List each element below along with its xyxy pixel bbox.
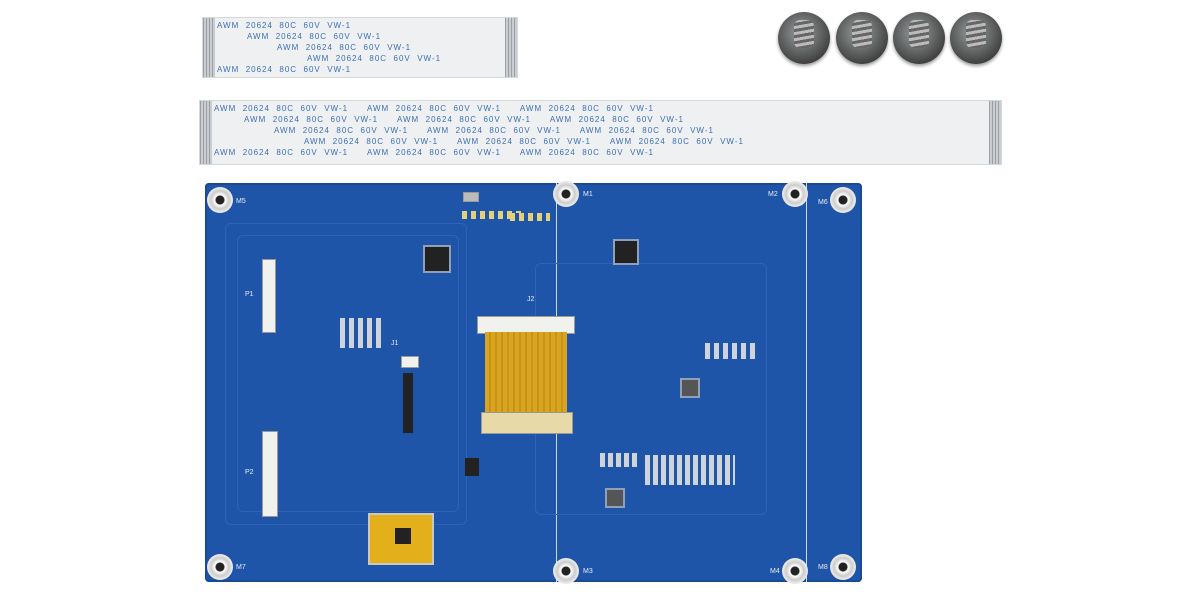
fpc-connector-p1: [262, 259, 276, 333]
cable-print: AWM 20624 80C 60V VW-1: [307, 54, 442, 63]
screw: [893, 12, 945, 64]
mount-hole: [830, 554, 856, 580]
cable-tail: [403, 373, 413, 433]
label-j2: J2: [527, 296, 535, 303]
smd-components: [705, 343, 755, 359]
mount-hole: [830, 187, 856, 213]
cable-contacts: [989, 101, 1001, 164]
long-ffc-cable: AWM 20624 80C 60V VW-1 AWM 20624 80C 60V…: [199, 100, 1002, 165]
trace: [225, 223, 467, 525]
mount-hole: [553, 181, 579, 207]
label-m7: M7: [236, 564, 246, 571]
cable-print: AWM 20624 80C 60V VW-1 AWM 20624 80C 60V…: [244, 115, 684, 124]
cable-print: AWM 20624 80C 60V VW-1: [277, 43, 412, 52]
label-m2: M2: [768, 191, 778, 198]
cable-contacts: [203, 18, 215, 77]
regulator: [465, 458, 479, 476]
label-m4: M4: [770, 568, 780, 575]
screw: [836, 12, 888, 64]
smd-components: [340, 318, 385, 348]
cable-contacts: [200, 101, 212, 164]
ic-chip: [423, 245, 451, 273]
flex-stiffener: [481, 412, 573, 434]
label-m5: M5: [236, 198, 246, 205]
label-m3: M3: [583, 568, 593, 575]
label-m8: M8: [818, 564, 828, 571]
pin-header: [510, 213, 550, 221]
mount-hole: [782, 558, 808, 584]
ic-chip: [395, 528, 411, 544]
screw: [950, 12, 1002, 64]
label-p1: P1: [245, 291, 254, 298]
cable-print: AWM 20624 80C 60V VW-1 AWM 20624 80C 60V…: [274, 126, 714, 135]
trace: [237, 235, 459, 512]
mount-hole: [782, 181, 808, 207]
cable-print: AWM 20624 80C 60V VW-1 AWM 20624 80C 60V…: [214, 104, 654, 113]
screw: [778, 12, 830, 64]
fpc-connector-p2: [262, 431, 278, 517]
label-j1: J1: [391, 340, 399, 347]
inductor: [680, 378, 700, 398]
label-m1: M1: [583, 191, 593, 198]
cable-print: AWM 20624 80C 60V VW-1: [247, 32, 382, 41]
cable-print: AWM 20624 80C 60V VW-1: [217, 21, 352, 30]
cable-print: AWM 20624 80C 60V VW-1 AWM 20624 80C 60V…: [304, 137, 744, 146]
pin-header: [462, 211, 522, 219]
label-m6: M6: [818, 199, 828, 206]
cable-contacts: [505, 18, 517, 77]
mount-hole: [553, 558, 579, 584]
cable-print: AWM 20624 80C 60V VW-1 AWM 20624 80C 60V…: [214, 148, 654, 157]
inductor: [605, 488, 625, 508]
mount-hole: [207, 187, 233, 213]
smd-components: [600, 453, 640, 467]
small-connector: [401, 356, 419, 368]
divider: [806, 183, 807, 582]
label-p2: P2: [245, 469, 254, 476]
button: [463, 192, 479, 202]
mount-hole: [207, 554, 233, 580]
pcb-board: M5 M1 M2 M6 M7 M3 M4 M8 J2 J1 P1 P2: [205, 181, 862, 584]
cable-print-area: AWM 20624 80C 60V VW-1 AWM 20624 80C 60V…: [214, 103, 987, 164]
ic-chip: [613, 239, 639, 265]
cable-print: AWM 20624 80C 60V VW-1: [217, 65, 352, 74]
smd-components: [645, 455, 735, 485]
